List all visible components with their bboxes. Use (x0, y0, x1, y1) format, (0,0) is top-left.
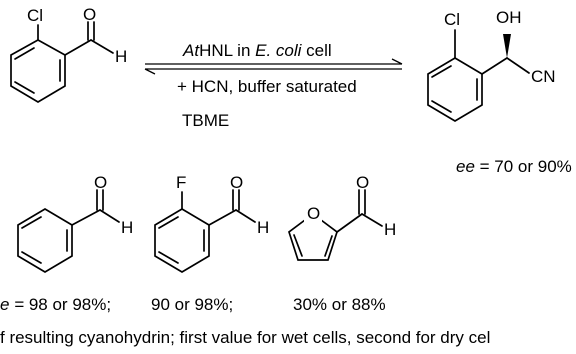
substrate-2-fluorobenzaldehyde: F O H (154, 173, 269, 273)
hydroxyl-label: OH (496, 8, 522, 27)
oxygen-label: O (94, 173, 107, 192)
solvent-line: TBME (182, 111, 229, 130)
benzaldehyde-result: e = 98 or 98%; (0, 295, 111, 314)
hydrogen-label: H (115, 47, 127, 66)
benzene-ring (17, 208, 73, 273)
ring-oxygen-background (304, 203, 322, 223)
substrate-furfural: O O H (288, 173, 396, 261)
reverse-arrow (144, 68, 402, 75)
furan-ring (288, 212, 338, 261)
hydrogen-label: H (384, 220, 396, 239)
aromatic-double-bonds (21, 216, 68, 264)
furfural-result: 30% or 88% (293, 295, 386, 314)
wedge-c-oh-bond (503, 34, 511, 58)
footnote: f resulting cyanohydrin; first value for… (0, 328, 490, 347)
benzene-ring (10, 39, 66, 103)
hydrogen-label: H (257, 218, 269, 237)
carbonyl-double-bond (232, 189, 240, 211)
results-row: e = 98 or 98%; 90 or 98%; 30% or 88% (0, 295, 386, 314)
fluorobenzaldehyde-result: 90 or 98%; (151, 295, 233, 314)
nitrile-label: CN (531, 67, 556, 86)
enzyme-line: AtHNL in E. coli cell (182, 41, 332, 60)
chlorine-label: Cl (444, 10, 460, 29)
reagent-line: + HCN, buffer saturated (177, 77, 357, 96)
substrate-2-chlorobenzaldehyde: Cl O H (10, 5, 127, 103)
ring-to-cho-bond (336, 213, 363, 233)
product-cyanohydrin: Cl OH CN ee = 70 or 90% (427, 8, 572, 176)
chlorine-label: Cl (27, 6, 43, 25)
furan-double-bonds (293, 234, 333, 257)
reaction-conditions: AtHNL in E. coli cell + HCN, buffer satu… (177, 41, 357, 130)
benzene-ring (427, 57, 483, 122)
hydrogen-label: H (121, 218, 133, 237)
carbonyl-double-bond (87, 21, 95, 41)
aldehyde-c-h-bond (235, 209, 256, 223)
carbonyl-double-bond (96, 189, 104, 211)
ring-to-stereocenter-bond (481, 57, 508, 75)
ring-to-cho-bond (208, 209, 237, 226)
ring-to-cho-bond (71, 209, 101, 226)
oxygen-label: O (230, 173, 243, 192)
aldehyde-c-h-bond (361, 213, 383, 227)
aldehyde-c-h-bond (90, 39, 114, 54)
ring-to-cho-bond (64, 39, 92, 56)
oxygen-label: O (83, 5, 96, 24)
aromatic-double-bonds (14, 47, 61, 94)
carbonyl-double-bond (358, 189, 366, 215)
aromatic-double-bonds (158, 216, 205, 264)
aromatic-double-bonds (431, 65, 478, 113)
product-ee: ee = 70 or 90% (456, 157, 572, 176)
fluorine-label: F (176, 173, 186, 192)
substrate-benzaldehyde: O H (17, 173, 133, 273)
benzene-ring (154, 208, 210, 273)
forward-arrow (145, 58, 403, 65)
c-cn-bond (506, 57, 530, 74)
equilibrium-arrows (144, 58, 403, 75)
oxygen-label: O (356, 173, 369, 192)
ring-oxygen-label: O (307, 204, 320, 223)
aldehyde-c-h-bond (99, 209, 120, 223)
